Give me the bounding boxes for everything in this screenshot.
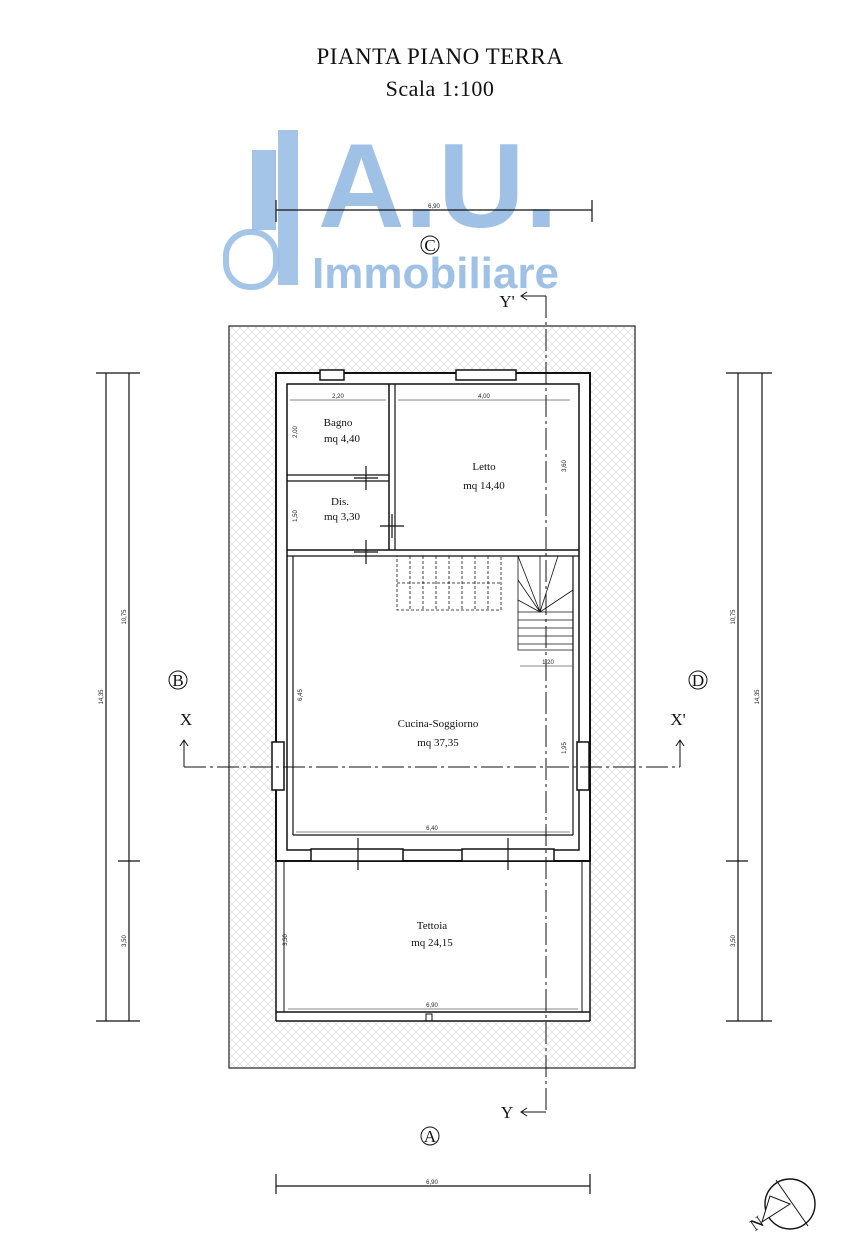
right-dimensions (726, 372, 772, 1022)
section-label-a: A (424, 1127, 437, 1146)
tettoia-width-dimension: 6,90 (426, 1003, 438, 1009)
right-total-dimension: 14,35 (755, 689, 761, 705)
watermark-subtitle: Immobiliare (312, 249, 559, 298)
left-dimensions (96, 372, 140, 1022)
stair-width-dimension: 1,20 (542, 660, 554, 666)
section-line-y (520, 291, 547, 1117)
doors (354, 466, 509, 870)
room-bagno-name: Bagno (324, 417, 353, 429)
room-letto-name: Letto (472, 461, 496, 473)
house-walls (275, 372, 591, 862)
room-dis-area: mq 3,30 (324, 511, 361, 523)
section-label-x: X (180, 710, 192, 729)
bagno-height-dimension: 2,00 (293, 426, 299, 438)
left-upper-dimension: 10,75 (122, 609, 128, 625)
left-lower-dimension: 3,50 (122, 935, 128, 947)
watermark-brand: A.U. (318, 119, 558, 253)
north-arrow-icon (761, 1178, 818, 1230)
room-cucina-name: Cucina-Soggiorno (398, 718, 479, 730)
plan-scale: Scala 1:100 (385, 76, 495, 101)
plan-title: PIANTA PIANO TERRA (316, 44, 564, 69)
top-dimension-label: 6,90 (428, 204, 440, 210)
room-letto-area: mq 14,40 (463, 480, 505, 492)
room-bagno-area: mq 4,40 (324, 433, 361, 445)
section-label-d: D (692, 671, 704, 690)
top-dimension (275, 200, 593, 222)
room-dis-name: Dis. (331, 496, 349, 508)
right-upper-dimension: 10,75 (731, 609, 737, 625)
watermark-logo: A.U. Immobiliare (223, 119, 559, 298)
right-lower-dimension: 3,50 (731, 935, 737, 947)
left-total-dimension: 14,35 (99, 689, 105, 705)
dis-height-dimension: 1,50 (293, 510, 299, 522)
section-line-x (179, 739, 685, 768)
bagno-width-dimension: 2,20 (332, 394, 344, 400)
letto-height-dimension: 3,60 (562, 460, 568, 472)
room-tettoia-area: mq 24,15 (411, 937, 453, 949)
cucina-height-dimension: 6,45 (298, 689, 304, 701)
section-label-y: Y (501, 1103, 513, 1122)
section-label-x-prime: X' (670, 710, 685, 729)
cucina-width-dimension: 6,40 (426, 826, 438, 832)
room-cucina-area: mq 37,35 (417, 737, 459, 749)
tettoia-walls (275, 861, 591, 1022)
section-label-c: C (424, 236, 435, 255)
room-tettoia-name: Tettoia (417, 920, 448, 932)
bottom-dimension-label: 6,90 (426, 1180, 438, 1186)
section-label-y-prime: Y' (499, 292, 514, 311)
letto-width-dimension: 4,00 (478, 394, 490, 400)
tettoia-height-dimension: 3,50 (283, 934, 289, 946)
section-label-b: B (172, 671, 183, 690)
bottom-dimension (275, 1174, 591, 1194)
cucina-side-dimension: 1,95 (562, 742, 568, 754)
